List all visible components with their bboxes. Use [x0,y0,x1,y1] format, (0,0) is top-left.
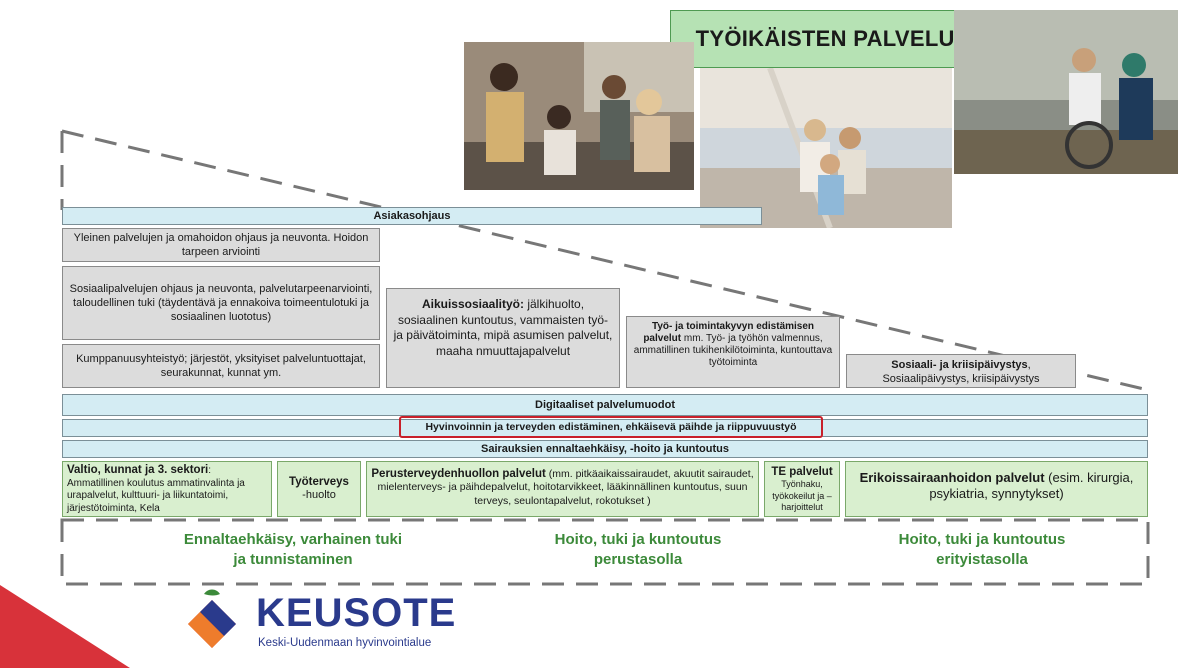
label-hoito-perustaso: Hoito, tuki ja kuntoutus perustasolla [554,531,722,568]
keusote-logo-subtitle: Keski-Uudenmaan hyvinvointialue [258,637,432,649]
valtio-text: Ammatillinen koulutus ammatinvalinta ja … [67,477,245,514]
box-aikuissosiaalityo: Aikuissosiaalityö: jälkihuolto, sosiaali… [386,288,620,388]
red-corner-shape [0,585,130,668]
photo-sailing-family [700,68,952,228]
photo-wheelchair-meeting [954,10,1178,174]
band-digitaaliset-palvelumuodot: Digitaaliset palvelumuodot [62,394,1148,416]
photo-office-team [464,42,694,190]
tyo-toimintakyky-text: mm. Työ- ja työhön valmennus, ammatillin… [633,333,833,368]
band-sairauksien-ennaltaehkaisy: Sairauksien ennaltaehkäisy, -hoito ja ku… [62,440,1148,458]
keusote-logo-name: KEUSOTE [256,591,457,635]
erikoissairaanhoito-text: (esim. kirurgia, psykiatria, synnytykset… [929,470,1134,502]
tyoterveys-text: -huolto [302,489,336,502]
te-palvelut-title: TE palvelut [771,465,833,478]
highlight-frame-hyvinvointi: Hyvinvoinnin ja terveyden edistäminen, e… [399,416,823,438]
box-erikoissairaanhoito: Erikoissairaanhoidon palvelut (esim. kir… [845,461,1148,517]
box-tyoterveyshuolto: Työterveys -huolto [277,461,361,517]
keusote-logo-mark [188,589,236,648]
band-asiakasohjaus: Asiakasohjaus [62,207,762,225]
box-valtio-kunnat-sektori: Valtio, kunnat ja 3. sektori: Ammatillin… [62,461,272,517]
te-palvelut-text: Työnhaku, työkokeilut ja –harjoittelut [772,479,832,512]
aikuissosiaalityo-title: Aikuissosiaalityö: [421,297,524,311]
kriisipaivystys-text: , Sosiaalipäivystys, kriisipäivystys [882,359,1040,386]
label-hoito-erityistaso: Hoito, tuki ja kuntoutus erityistasolla [898,531,1066,568]
kriisipaivystys-title: Sosiaali- ja kriisipäivystys [891,359,1028,371]
box-te-palvelut: TE palvelut Työnhaku, työkokeilut ja –ha… [764,461,840,517]
box-yleinen-ohjaus: Yleinen palvelujen ja omahoidon ohjaus j… [62,228,380,262]
valtio-title: Valtio, kunnat ja 3. sektori [67,464,209,476]
tyo-toimintakyky-title: Työ- ja toimintakyvyn edistämisen palvel… [643,321,815,344]
label-ennaltaehkaisy: Ennaltaehkäisy, varhainen tuki ja tunnis… [183,531,403,568]
hyvinvointi-label: Hyvinvoinnin ja terveyden edistäminen, e… [425,421,797,433]
box-perusterveydenhuolto: Perusterveydenhuollon palvelut (mm. pitk… [366,461,759,517]
perusterveydenhuolto-text: (mm. pitkäaikaissairaudet, akuutit saira… [377,468,754,507]
box-tyo-ja-toimintakyky: Työ- ja toimintakyvyn edistämisen palvel… [626,316,840,388]
erikoissairaanhoito-title: Erikoissairaanhoidon palvelut [859,470,1045,485]
aikuissosiaalityo-text: jälkihuolto, sosiaalinen kuntoutus, vamm… [393,297,613,358]
perusterveydenhuolto-title: Perusterveydenhuollon palvelut [371,468,546,480]
box-kumppanuusyhteistyo: Kumppanuusyhteistyö; järjestöt, yksityis… [62,344,380,388]
box-sosiaalipalvelujen-ohjaus: Sosiaalipalvelujen ohjaus ja neuvonta, p… [62,266,380,340]
tyoterveys-title: Työterveys [289,475,349,488]
triangle-dashed-slope [61,129,1149,392]
box-kriisipaivystys: Sosiaali- ja kriisipäivystys, Sosiaalipä… [846,354,1076,388]
